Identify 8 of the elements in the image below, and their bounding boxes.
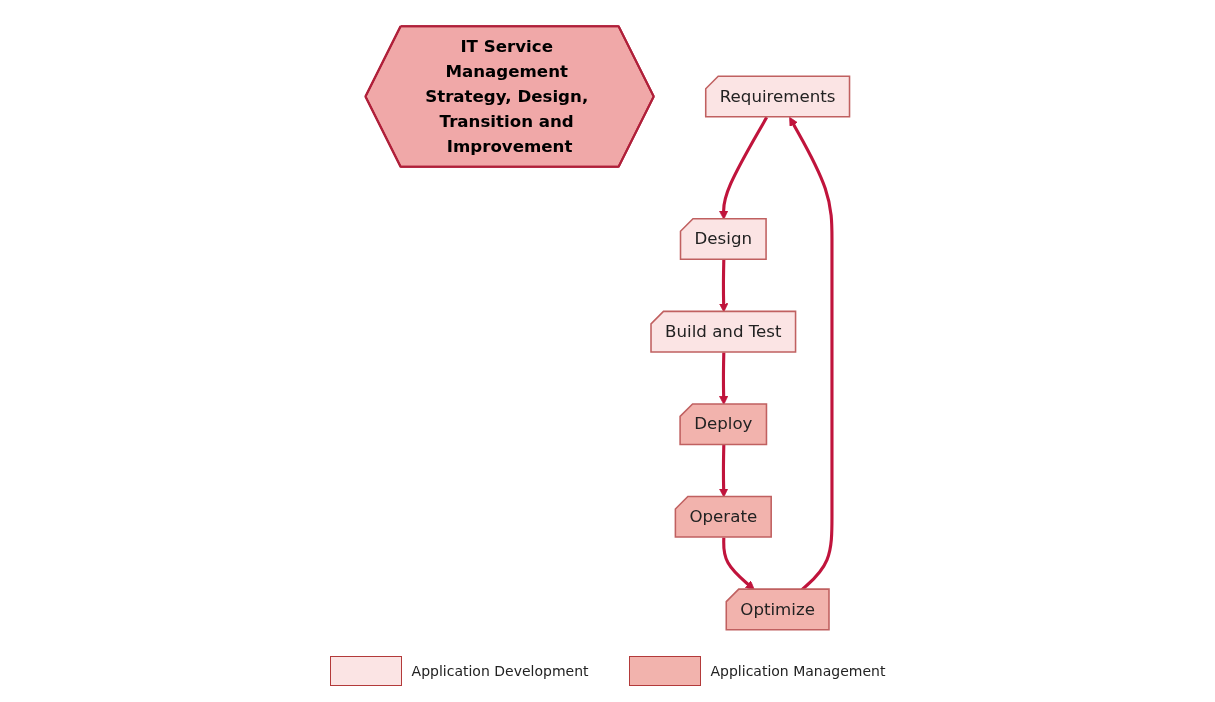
arrow (789, 116, 834, 591)
arrow (719, 352, 729, 405)
arrow (719, 259, 729, 313)
arrow (722, 537, 755, 591)
arrow (719, 116, 769, 220)
legend-label: Application Development (411, 663, 589, 679)
arrow (719, 445, 729, 498)
legend-label: Application Management (710, 663, 886, 679)
